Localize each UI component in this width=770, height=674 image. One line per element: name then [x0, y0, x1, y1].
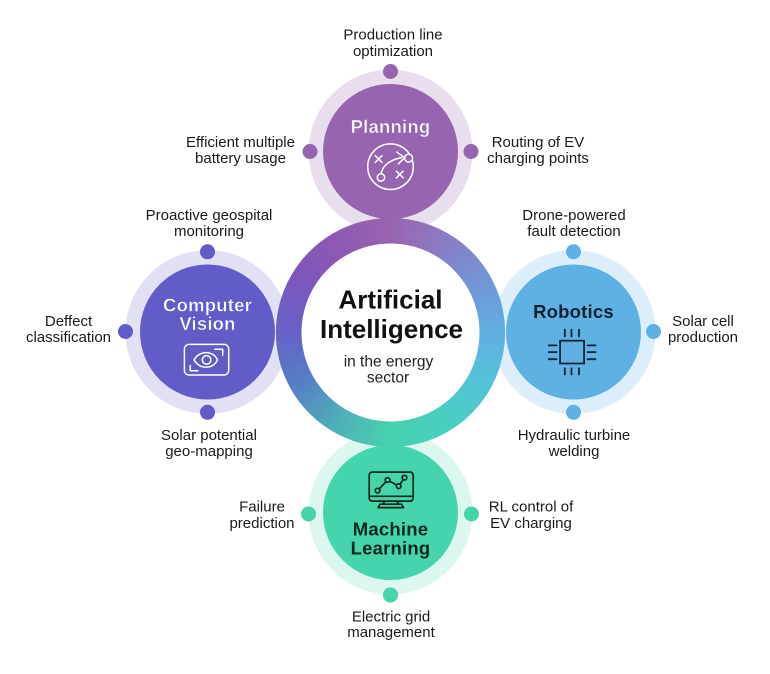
svg-text:Drone-powered: Drone-powered	[522, 207, 625, 224]
svg-text:prediction: prediction	[229, 515, 294, 532]
svg-text:Proactive geospital: Proactive geospital	[146, 207, 273, 224]
svg-text:Robotics: Robotics	[533, 301, 614, 322]
svg-text:charging points: charging points	[487, 150, 589, 167]
svg-text:Routing of EV: Routing of EV	[492, 134, 585, 151]
svg-text:Failure: Failure	[239, 499, 285, 516]
svg-text:RL control of: RL control of	[489, 499, 574, 516]
svg-text:Hydraulic turbine: Hydraulic turbine	[518, 427, 631, 444]
svg-text:monitoring: monitoring	[174, 223, 244, 240]
svg-text:classification: classification	[26, 329, 111, 346]
svg-text:Artificial: Artificial	[338, 284, 442, 314]
svg-text:optimization: optimization	[353, 43, 433, 60]
svg-text:sector: sector	[367, 370, 409, 387]
svg-text:battery usage: battery usage	[195, 150, 286, 167]
svg-text:welding: welding	[548, 443, 600, 460]
svg-text:in the energy: in the energy	[344, 354, 434, 371]
svg-text:Efficient multiple: Efficient multiple	[186, 134, 295, 151]
svg-text:EV charging: EV charging	[490, 515, 572, 532]
svg-text:Deffect: Deffect	[45, 313, 93, 330]
svg-text:Intelligence: Intelligence	[320, 314, 463, 344]
svg-text:Planning: Planning	[351, 116, 431, 137]
svg-text:production: production	[668, 329, 738, 346]
svg-text:Learning: Learning	[351, 538, 431, 559]
svg-text:geo-mapping: geo-mapping	[165, 443, 253, 460]
svg-text:Solar potential: Solar potential	[161, 427, 257, 444]
svg-text:fault detection: fault detection	[527, 223, 620, 240]
svg-text:Machine: Machine	[353, 518, 428, 539]
svg-text:Solar cell: Solar cell	[672, 313, 734, 330]
svg-text:Electric grid: Electric grid	[352, 609, 430, 626]
svg-text:Computer: Computer	[163, 295, 252, 316]
svg-text:Production line: Production line	[343, 27, 442, 44]
svg-text:Vision: Vision	[179, 313, 235, 334]
svg-text:management: management	[347, 624, 435, 641]
